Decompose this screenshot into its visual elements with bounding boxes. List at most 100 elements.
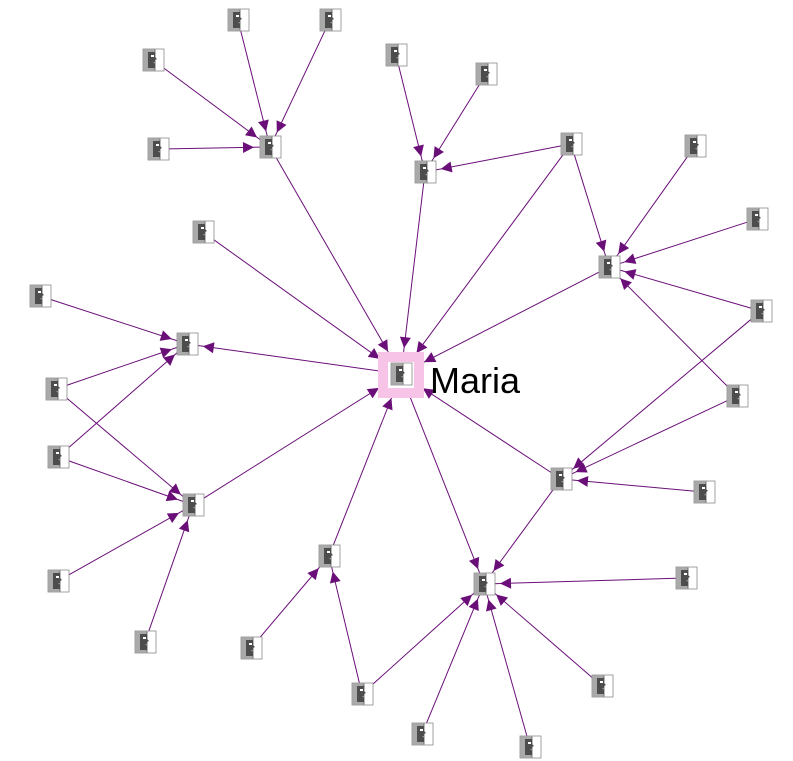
edge-leaf-03-to-hub-top-left xyxy=(160,65,263,142)
arrowhead-leaf-13-to-hub-right xyxy=(624,269,637,280)
node-leaf-22-face-profile-icon[interactable] xyxy=(47,445,70,469)
arrowhead-hub-right-to-maria xyxy=(424,352,437,363)
edge-leaf-09-to-maria xyxy=(406,151,566,367)
arrowhead-leaf-18-to-hub-bottom-center xyxy=(460,594,473,607)
arrowhead-leaf-09-to-hub-top-center xyxy=(440,161,453,173)
edge-leaf-12-to-hub-bottom-right xyxy=(569,399,729,476)
edge-hub-bottom-left-to-maria xyxy=(332,383,398,547)
edge-leaf-26-to-hub-bottom-center xyxy=(425,593,481,725)
arrowhead-leaf-19-to-hub-bottom-left xyxy=(307,568,319,581)
edge-hub-bottom-right-to-maria xyxy=(409,379,553,474)
node-leaf-10-face-profile-icon[interactable] xyxy=(684,134,707,158)
edge-leaf-12-to-hub-right xyxy=(615,273,731,390)
arrowhead-leaf-02-to-hub-top-left xyxy=(276,120,287,133)
arrowhead-leaf-05-to-maria xyxy=(367,347,380,359)
arrowhead-leaf-14-to-hub-bottom-right xyxy=(576,475,589,487)
edge-leaf-20-to-hub-left-lower xyxy=(147,514,191,633)
arrowhead-hub-top-center-to-maria xyxy=(399,336,411,349)
node-leaf-13-face-profile-icon[interactable] xyxy=(750,299,773,323)
edge-leaf-25-to-hub-left-upper xyxy=(65,346,178,387)
arrowhead-leaf-01-to-hub-top-left xyxy=(258,119,269,132)
nodes-layer xyxy=(29,8,773,759)
node-leaf-15-face-profile-icon[interactable] xyxy=(675,566,698,590)
edge-leaf-23-to-hub-left-lower xyxy=(63,395,186,499)
node-leaf-01-face-profile-icon[interactable] xyxy=(227,8,250,32)
arrowhead-leaf-12-to-hub-bottom-right xyxy=(575,462,588,473)
edge-leaf-10-to-hub-right xyxy=(614,153,690,260)
arrowhead-leaf-24-to-hub-left-upper xyxy=(159,330,172,341)
node-leaf-26-face-profile-icon[interactable] xyxy=(411,722,434,746)
node-leaf-19-face-profile-icon[interactable] xyxy=(240,636,263,660)
node-leaf-08-face-profile-icon[interactable] xyxy=(560,132,583,156)
arrowhead-leaf-21-to-hub-left-lower xyxy=(166,512,180,524)
arrowhead-hub-top-left-to-maria xyxy=(377,339,389,352)
edge-maria-to-hub-bottom-center xyxy=(404,383,481,575)
edge-hub-bottom-right-to-hub-bottom-center xyxy=(489,486,556,577)
edge-leaf-11-to-hub-right xyxy=(618,221,748,265)
node-leaf-20-face-profile-icon[interactable] xyxy=(134,630,157,654)
arrowhead-leaf-16-to-hub-bottom-center xyxy=(496,594,509,606)
node-leaf-11-face-profile-icon[interactable] xyxy=(746,207,769,231)
arrowhead-leaf-18-to-hub-bottom-left xyxy=(329,571,341,584)
node-leaf-02-face-profile-icon[interactable] xyxy=(319,8,342,32)
edge-maria-to-hub-left-upper xyxy=(196,344,392,374)
node-leaf-17-face-profile-icon[interactable] xyxy=(519,735,542,759)
node-hub-left-upper-face-profile-icon[interactable] xyxy=(176,332,199,356)
arrowhead-leaf-11-to-hub-right xyxy=(624,253,637,264)
edge-leaf-24-to-hub-left-upper xyxy=(49,298,178,342)
edge-leaf-22-to-hub-left-lower xyxy=(67,459,184,503)
edge-leaf-18-to-hub-bottom-center xyxy=(369,590,477,688)
node-leaf-06-face-profile-icon[interactable] xyxy=(385,43,408,67)
edge-leaf-22-to-hub-left-upper xyxy=(65,350,180,451)
node-leaf-07-face-profile-icon[interactable] xyxy=(475,62,498,86)
arrowhead-maria-to-hub-left-upper xyxy=(202,342,215,354)
node-leaf-12-face-profile-icon[interactable] xyxy=(726,384,749,408)
edge-leaf-13-to-hub-bottom-right xyxy=(568,317,754,473)
node-leaf-03-face-profile-icon[interactable] xyxy=(142,48,165,72)
node-leaf-04-face-profile-icon[interactable] xyxy=(147,137,170,161)
arrowhead-leaf-09-to-maria xyxy=(416,340,428,354)
node-leaf-18-face-profile-icon[interactable] xyxy=(351,682,374,706)
edge-leaf-08-to-hub-right xyxy=(573,153,607,258)
node-leaf-14-face-profile-icon[interactable] xyxy=(693,480,716,504)
arrowhead-leaf-23-to-hub-left-lower xyxy=(168,483,181,495)
center-node-maria-face-profile-icon[interactable] xyxy=(390,362,413,386)
arrowhead-leaf-04-to-hub-top-left xyxy=(242,141,255,153)
node-hub-bottom-right-face-profile-icon[interactable] xyxy=(550,467,573,491)
arrowhead-leaf-15-to-hub-bottom-center xyxy=(499,577,512,589)
edge-leaf-01-to-hub-top-left xyxy=(239,29,269,138)
edge-leaf-16-to-hub-bottom-center xyxy=(491,590,595,680)
node-leaf-24-face-profile-icon[interactable] xyxy=(29,284,52,308)
node-hub-top-left-face-profile-icon[interactable] xyxy=(259,135,282,159)
edge-leaf-21-to-hub-left-lower xyxy=(66,509,185,577)
node-hub-right-face-profile-icon[interactable] xyxy=(598,255,621,279)
arrowhead-leaf-10-to-hub-right xyxy=(618,241,630,254)
arrowhead-leaf-08-to-hub-right xyxy=(595,239,607,252)
center-node-label: Maria xyxy=(430,360,521,401)
edge-hub-top-left-to-maria xyxy=(274,155,397,366)
edge-leaf-14-to-hub-bottom-right xyxy=(570,479,695,492)
edge-leaf-17-to-hub-bottom-center xyxy=(486,593,528,738)
edge-leaf-13-to-hub-right xyxy=(618,269,752,309)
node-hub-bottom-left-face-profile-icon[interactable] xyxy=(318,544,341,568)
edge-leaf-02-to-hub-top-left xyxy=(273,28,327,139)
arrowhead-leaf-06-to-hub-top-center xyxy=(413,144,424,157)
arrowhead-leaf-22-to-hub-left-lower xyxy=(165,490,178,502)
node-leaf-16-face-profile-icon[interactable] xyxy=(591,674,614,698)
node-hub-bottom-center-face-profile-icon[interactable] xyxy=(473,572,496,596)
node-leaf-21-face-profile-icon[interactable] xyxy=(47,569,70,593)
arrowhead-hub-bottom-right-to-hub-bottom-center xyxy=(493,558,505,572)
edge-leaf-09-to-hub-top-center xyxy=(434,145,562,171)
edge-leaf-05-to-maria xyxy=(210,237,394,369)
node-leaf-23-face-profile-icon[interactable] xyxy=(45,377,68,401)
arrowhead-leaf-25-to-hub-left-upper xyxy=(159,347,172,358)
arrowhead-leaf-20-to-hub-left-lower xyxy=(178,520,190,533)
edge-hub-left-lower-to-maria xyxy=(201,378,393,501)
node-hub-left-lower-face-profile-icon[interactable] xyxy=(182,493,205,517)
arrowhead-hub-bottom-right-to-maria xyxy=(422,388,435,399)
edge-leaf-15-to-hub-bottom-center xyxy=(493,577,677,585)
node-leaf-05-face-profile-icon[interactable] xyxy=(192,220,215,244)
arrowhead-leaf-07-to-hub-top-center xyxy=(433,146,444,159)
node-hub-top-center-face-profile-icon[interactable] xyxy=(414,160,437,184)
